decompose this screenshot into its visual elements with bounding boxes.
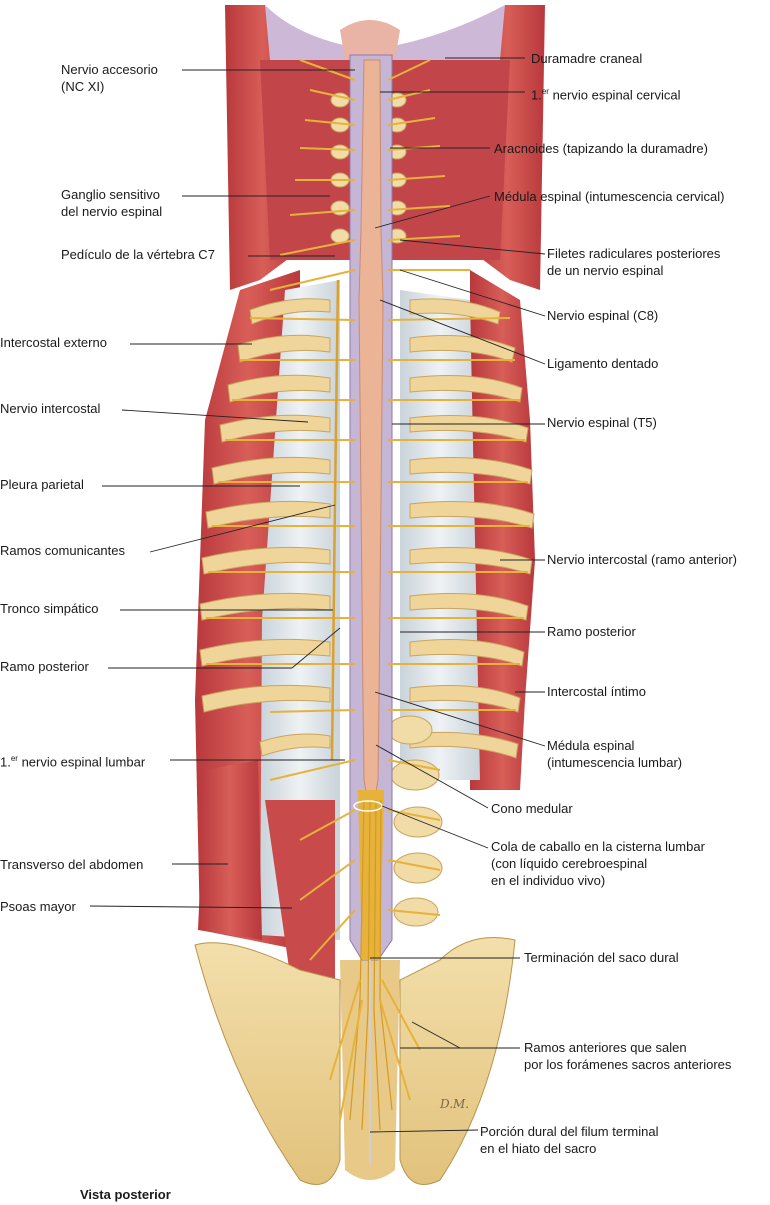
label-intercostal-anterior: Nervio intercostal (ramo anterior) bbox=[547, 552, 738, 567]
label-intercostal-externo: Intercostal externo bbox=[0, 335, 107, 350]
artist-signature: D.M. bbox=[439, 1097, 469, 1111]
label-tronco-simpatico: Tronco simpático bbox=[0, 601, 99, 616]
label-primer-nervio-cervical: 1.er nervio espinal cervical bbox=[531, 87, 681, 103]
leader-lines bbox=[89, 57, 546, 1133]
psoas-major bbox=[265, 800, 335, 980]
label-nervio-accesorio: Nervio accesorio(NC XI) bbox=[61, 62, 158, 94]
label-cola-caballo: Cola de caballo en la cisterna lumbar(co… bbox=[491, 839, 705, 888]
label-duramadre-craneal: Duramadre craneal bbox=[531, 51, 643, 66]
label-nervio-t5: Nervio espinal (T5) bbox=[547, 415, 657, 430]
transverse-abdominis bbox=[198, 760, 262, 940]
label-saco-dural: Terminación del saco dural bbox=[524, 950, 679, 965]
neck-muscles bbox=[225, 5, 545, 290]
cauda-equina bbox=[358, 790, 384, 960]
label-ramos-comunicantes: Ramos comunicantes bbox=[0, 543, 125, 558]
label-medula-lumbar: Médula espinal(intumescencia lumbar) bbox=[547, 738, 683, 770]
label-ramo-posterior-right: Ramo posterior bbox=[547, 624, 636, 639]
label-nervio-c8: Nervio espinal (C8) bbox=[547, 308, 659, 323]
label-primer-nervio-lumbar: 1.er nervio espinal lumbar bbox=[0, 754, 146, 770]
pleura-right bbox=[400, 290, 480, 780]
spinal-nerves bbox=[206, 59, 530, 1121]
label-transverso-abdomen: Transverso del abdomen bbox=[0, 857, 144, 872]
label-psoas-mayor: Psoas mayor bbox=[0, 899, 76, 914]
label-medula-cervical: Médula espinal (intumescencia cervical) bbox=[494, 189, 725, 204]
label-ramo-posterior-left: Ramo posterior bbox=[0, 659, 89, 674]
ilium-right bbox=[399, 937, 516, 1185]
label-pleura-parietal: Pleura parietal bbox=[0, 477, 84, 492]
label-ligamento-dentado: Ligamento dentado bbox=[547, 356, 659, 371]
ribs-left bbox=[199, 298, 331, 757]
figure-caption: Vista posterior bbox=[80, 1187, 171, 1202]
spinal-cord bbox=[358, 59, 384, 821]
ilium-left bbox=[194, 942, 341, 1185]
label-cono-medular: Cono medular bbox=[491, 801, 573, 816]
label-intercostal-intimo: Intercostal íntimo bbox=[547, 684, 646, 699]
label-nervio-intercostal: Nervio intercostal bbox=[0, 401, 101, 416]
label-pediculo-c7: Pedículo de la vértebra C7 bbox=[61, 247, 215, 262]
label-aracnoides: Aracnoides (tapizando la duramadre) bbox=[494, 141, 708, 156]
sympathetic-trunk bbox=[330, 279, 340, 761]
